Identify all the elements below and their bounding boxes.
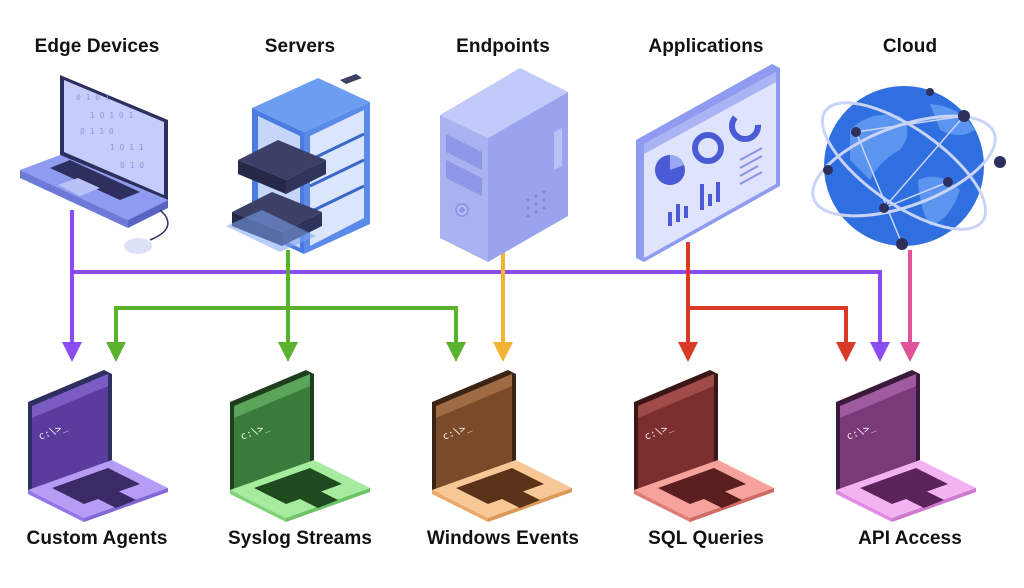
desktop-tower-icon	[440, 68, 568, 262]
svg-text:0 1 1 0: 0 1 1 0	[80, 127, 114, 136]
laptop-icon: 0 1 0 1 1 0 1 0 1 0 1 1 0 1 0 1 1 0 1 0	[20, 75, 169, 254]
svg-text:1 0 1 0 1: 1 0 1 0 1	[90, 111, 134, 120]
source-label-edge-devices: Edge Devices	[34, 36, 160, 57]
dest-label-syslog-streams: Syslog Streams	[228, 528, 372, 549]
terminal-laptop-icon: c:\>_	[432, 370, 572, 522]
svg-text:0 1 0 1: 0 1 0 1	[76, 93, 110, 102]
dashboard-screen-icon	[636, 64, 780, 262]
dest-label-api-access: API Access	[858, 528, 962, 549]
source-label-applications: Applications	[648, 36, 764, 57]
globe-network-icon	[811, 86, 1006, 250]
terminal-laptop-icon: c:\>_	[836, 370, 976, 522]
source-label-servers: Servers	[264, 36, 336, 57]
line-edge-to-api	[72, 270, 890, 362]
line-servers-to-winevents	[288, 306, 466, 362]
terminal-laptop-icon: c:\>_	[230, 370, 370, 522]
line-servers-to-agents	[106, 306, 288, 362]
line-apps-to-api	[688, 306, 856, 362]
source-label-endpoints: Endpoints	[456, 36, 550, 57]
source-label-cloud: Cloud	[882, 36, 938, 57]
dest-label-windows-events: Windows Events	[426, 528, 580, 549]
server-rack-icon	[226, 74, 370, 254]
svg-text:0 1 0: 0 1 0	[120, 161, 144, 170]
terminal-laptop-icon: c:\>_	[28, 370, 168, 522]
svg-text:1 0 1 1: 1 0 1 1	[110, 143, 144, 152]
dest-label-sql-queries: SQL Queries	[648, 528, 764, 549]
terminal-laptop-icon: c:\>_	[634, 370, 774, 522]
dest-label-custom-agents: Custom Agents	[26, 528, 168, 549]
